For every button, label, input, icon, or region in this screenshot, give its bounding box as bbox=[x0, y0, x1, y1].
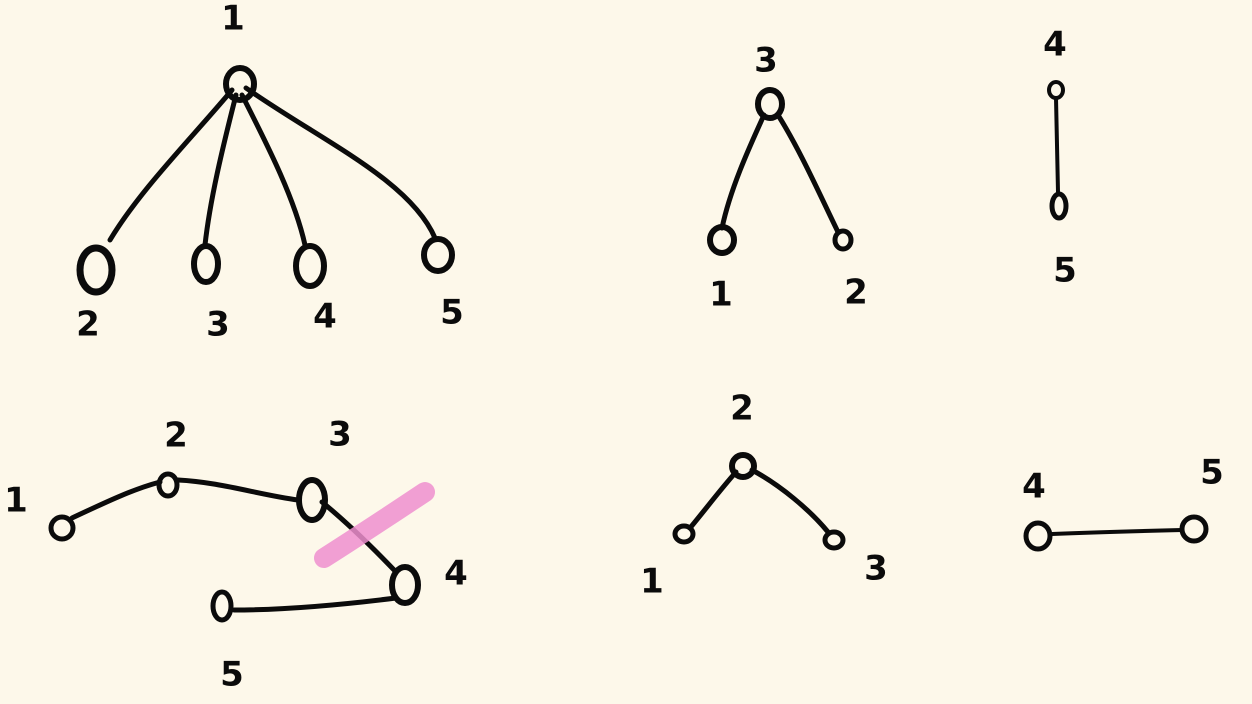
label-2: 2 bbox=[164, 416, 188, 456]
label-2: 2 bbox=[76, 305, 100, 345]
graph-star-tree: 1 2 3 4 5 bbox=[76, 0, 464, 345]
node-5 bbox=[1179, 514, 1209, 544]
node-4 bbox=[1023, 520, 1053, 552]
edge-1-3 bbox=[202, 92, 239, 248]
edge-3-2 bbox=[775, 112, 841, 235]
node-3 bbox=[191, 243, 221, 285]
edge-1-2 bbox=[69, 479, 163, 521]
graph-pair-4-5-horizontal: 4 5 bbox=[1022, 453, 1224, 552]
node-4 bbox=[389, 564, 421, 606]
node-1 bbox=[48, 514, 76, 542]
label-2: 2 bbox=[730, 389, 754, 429]
edge-4-5 bbox=[231, 595, 399, 613]
edge-1-5 bbox=[243, 85, 438, 241]
graph-pair-4-5-vertical: 4 5 bbox=[1043, 25, 1077, 291]
label-1: 1 bbox=[221, 0, 245, 39]
edge-4-5 bbox=[1054, 96, 1060, 194]
label-5: 5 bbox=[440, 293, 464, 333]
label-5: 5 bbox=[220, 655, 244, 695]
node-1 bbox=[672, 523, 696, 545]
edge-4-5 bbox=[1050, 528, 1184, 536]
node-2 bbox=[832, 228, 854, 252]
graph-tree-rooted-2: 2 1 3 bbox=[640, 389, 888, 602]
node-2 bbox=[729, 452, 757, 480]
graph-path-with-removed-edge: 1 2 3 4 5 bbox=[4, 415, 468, 695]
node-3 bbox=[822, 529, 846, 551]
label-1: 1 bbox=[709, 275, 733, 315]
label-4: 4 bbox=[313, 297, 337, 337]
edge-2-3 bbox=[175, 477, 301, 503]
label-4: 4 bbox=[1022, 467, 1046, 507]
node-5 bbox=[210, 589, 234, 623]
cross-out-mark bbox=[314, 482, 435, 568]
label-3: 3 bbox=[206, 305, 230, 345]
node-2 bbox=[76, 244, 116, 296]
edge-1-2 bbox=[107, 87, 235, 243]
label-1: 1 bbox=[640, 562, 664, 602]
node-4 bbox=[293, 243, 327, 289]
node-5 bbox=[421, 236, 455, 274]
node-3 bbox=[755, 87, 785, 121]
edge-1-4 bbox=[239, 92, 308, 248]
node-2 bbox=[156, 471, 180, 499]
label-5: 5 bbox=[1053, 251, 1077, 291]
graph-tree-rooted-3: 3 1 2 bbox=[707, 41, 868, 315]
label-3: 3 bbox=[864, 549, 888, 589]
label-1: 1 bbox=[4, 481, 28, 521]
edge-3-1 bbox=[719, 112, 767, 231]
node-1 bbox=[223, 65, 257, 103]
edge-2-1 bbox=[687, 469, 739, 531]
label-3: 3 bbox=[328, 415, 352, 455]
node-1 bbox=[707, 224, 737, 256]
edge-2-3 bbox=[749, 467, 831, 535]
node-3 bbox=[296, 477, 328, 523]
label-4: 4 bbox=[444, 554, 468, 594]
label-4: 4 bbox=[1043, 25, 1067, 65]
label-3: 3 bbox=[754, 41, 778, 81]
node-5 bbox=[1049, 191, 1069, 221]
label-2: 2 bbox=[844, 273, 868, 313]
node-4 bbox=[1047, 80, 1065, 100]
label-5: 5 bbox=[1200, 453, 1224, 493]
